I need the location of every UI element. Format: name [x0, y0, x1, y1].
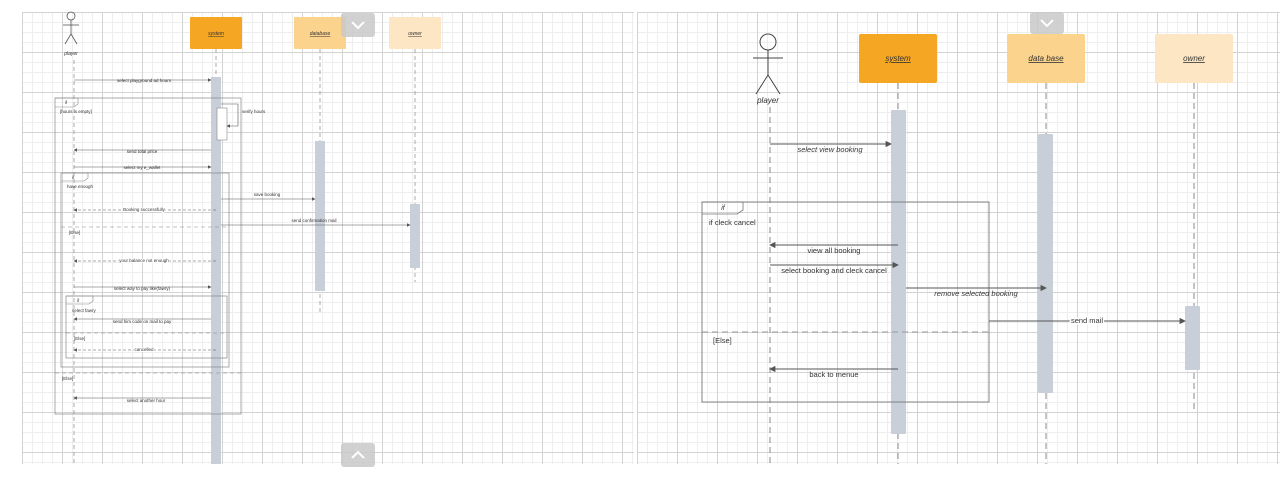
self-message-arrow[interactable]	[221, 103, 239, 128]
message-label: your balance not enough	[119, 258, 169, 263]
message-label: select view booking	[797, 145, 863, 154]
right-sequence-diagram: player system data base owner select vie…	[701, 33, 1233, 464]
message-label: select playground ad hours	[117, 78, 172, 83]
database-participant-label: database	[310, 31, 331, 37]
system-activation-bar[interactable]	[891, 110, 906, 434]
message-label: send him code on mail to pay	[113, 319, 172, 324]
fragment-guard-label: [hours is empty]	[60, 109, 92, 114]
message-label: send confirmation mail	[291, 218, 336, 223]
system-participant-label: system	[208, 31, 224, 37]
message-label: save booking	[254, 192, 281, 197]
message-label: cancelled	[134, 347, 154, 352]
message-label: select my e_wallet	[124, 165, 162, 170]
chevron-down-icon	[351, 21, 365, 30]
fragment-else-label: [Else]	[713, 336, 732, 345]
expand-button[interactable]	[341, 443, 375, 467]
owner-participant[interactable]: owner	[389, 17, 441, 49]
collapse-button[interactable]	[1030, 12, 1064, 34]
player-label: player	[756, 96, 779, 105]
database-participant[interactable]: data base	[1007, 34, 1085, 83]
balance-if-fragment[interactable]	[60, 172, 230, 368]
message-label: back to menue	[809, 370, 858, 379]
message-label: select another hour	[127, 398, 166, 403]
database-participant-label: data base	[1028, 54, 1064, 63]
system-activation-bar[interactable]	[211, 77, 221, 464]
owner-participant-label: owner	[1183, 54, 1205, 63]
fragment-guard-label: if cleck cancel	[709, 218, 756, 227]
database-participant[interactable]: database	[294, 17, 346, 49]
fragment-else-label: [Else]	[62, 376, 73, 381]
owner-activation-bar[interactable]	[410, 204, 420, 268]
fragment-operator-label: if	[77, 298, 80, 303]
message-label: select way to pay like(fawry)	[114, 286, 171, 291]
collapse-button[interactable]	[341, 13, 375, 37]
fragment-guard-label: have enough	[67, 184, 94, 189]
message-label: send mail	[1071, 316, 1103, 325]
fragment-operator-label: if	[721, 205, 726, 212]
fragment-operator-label: if	[65, 100, 68, 105]
message-label: remove selected booking	[934, 289, 1018, 298]
fragment-guard-label: select fawry	[72, 308, 97, 313]
owner-participant-label: owner	[408, 31, 422, 37]
system-participant[interactable]: system	[190, 17, 242, 49]
fragment-operator-label: if	[72, 175, 75, 180]
message-label: Booking successfully	[123, 207, 166, 212]
system-self-activation[interactable]	[216, 107, 228, 141]
left-diagram-canvas[interactable]: player system database owner select play…	[22, 11, 634, 464]
system-participant-label: system	[885, 54, 911, 63]
player-label: player	[63, 51, 78, 57]
chevron-up-icon	[351, 450, 365, 459]
payment-if-fragment[interactable]	[65, 295, 228, 359]
fragment-else-label: [Else]	[74, 336, 85, 341]
fragment-else-label: [Else]	[69, 230, 80, 235]
message-label: send total price	[127, 149, 158, 154]
player-actor-icon[interactable]	[63, 11, 79, 45]
database-activation-bar[interactable]	[1038, 134, 1053, 393]
system-participant[interactable]: system	[859, 34, 937, 83]
chevron-down-icon	[1040, 19, 1054, 28]
owner-activation-bar[interactable]	[1185, 306, 1200, 370]
left-sequence-diagram: player system database owner select play…	[54, 11, 441, 464]
message-label: view all booking	[808, 246, 861, 255]
message-label: verify hours	[242, 109, 266, 114]
message-label: select booking and cleck cancel	[781, 266, 887, 275]
database-activation-bar[interactable]	[315, 141, 325, 291]
owner-participant[interactable]: owner	[1155, 34, 1233, 83]
cancel-if-fragment[interactable]	[701, 201, 990, 403]
right-diagram-canvas[interactable]: player system data base owner select vie…	[637, 12, 1280, 464]
outer-if-fragment[interactable]	[54, 97, 242, 415]
player-actor-icon[interactable]	[753, 33, 783, 95]
